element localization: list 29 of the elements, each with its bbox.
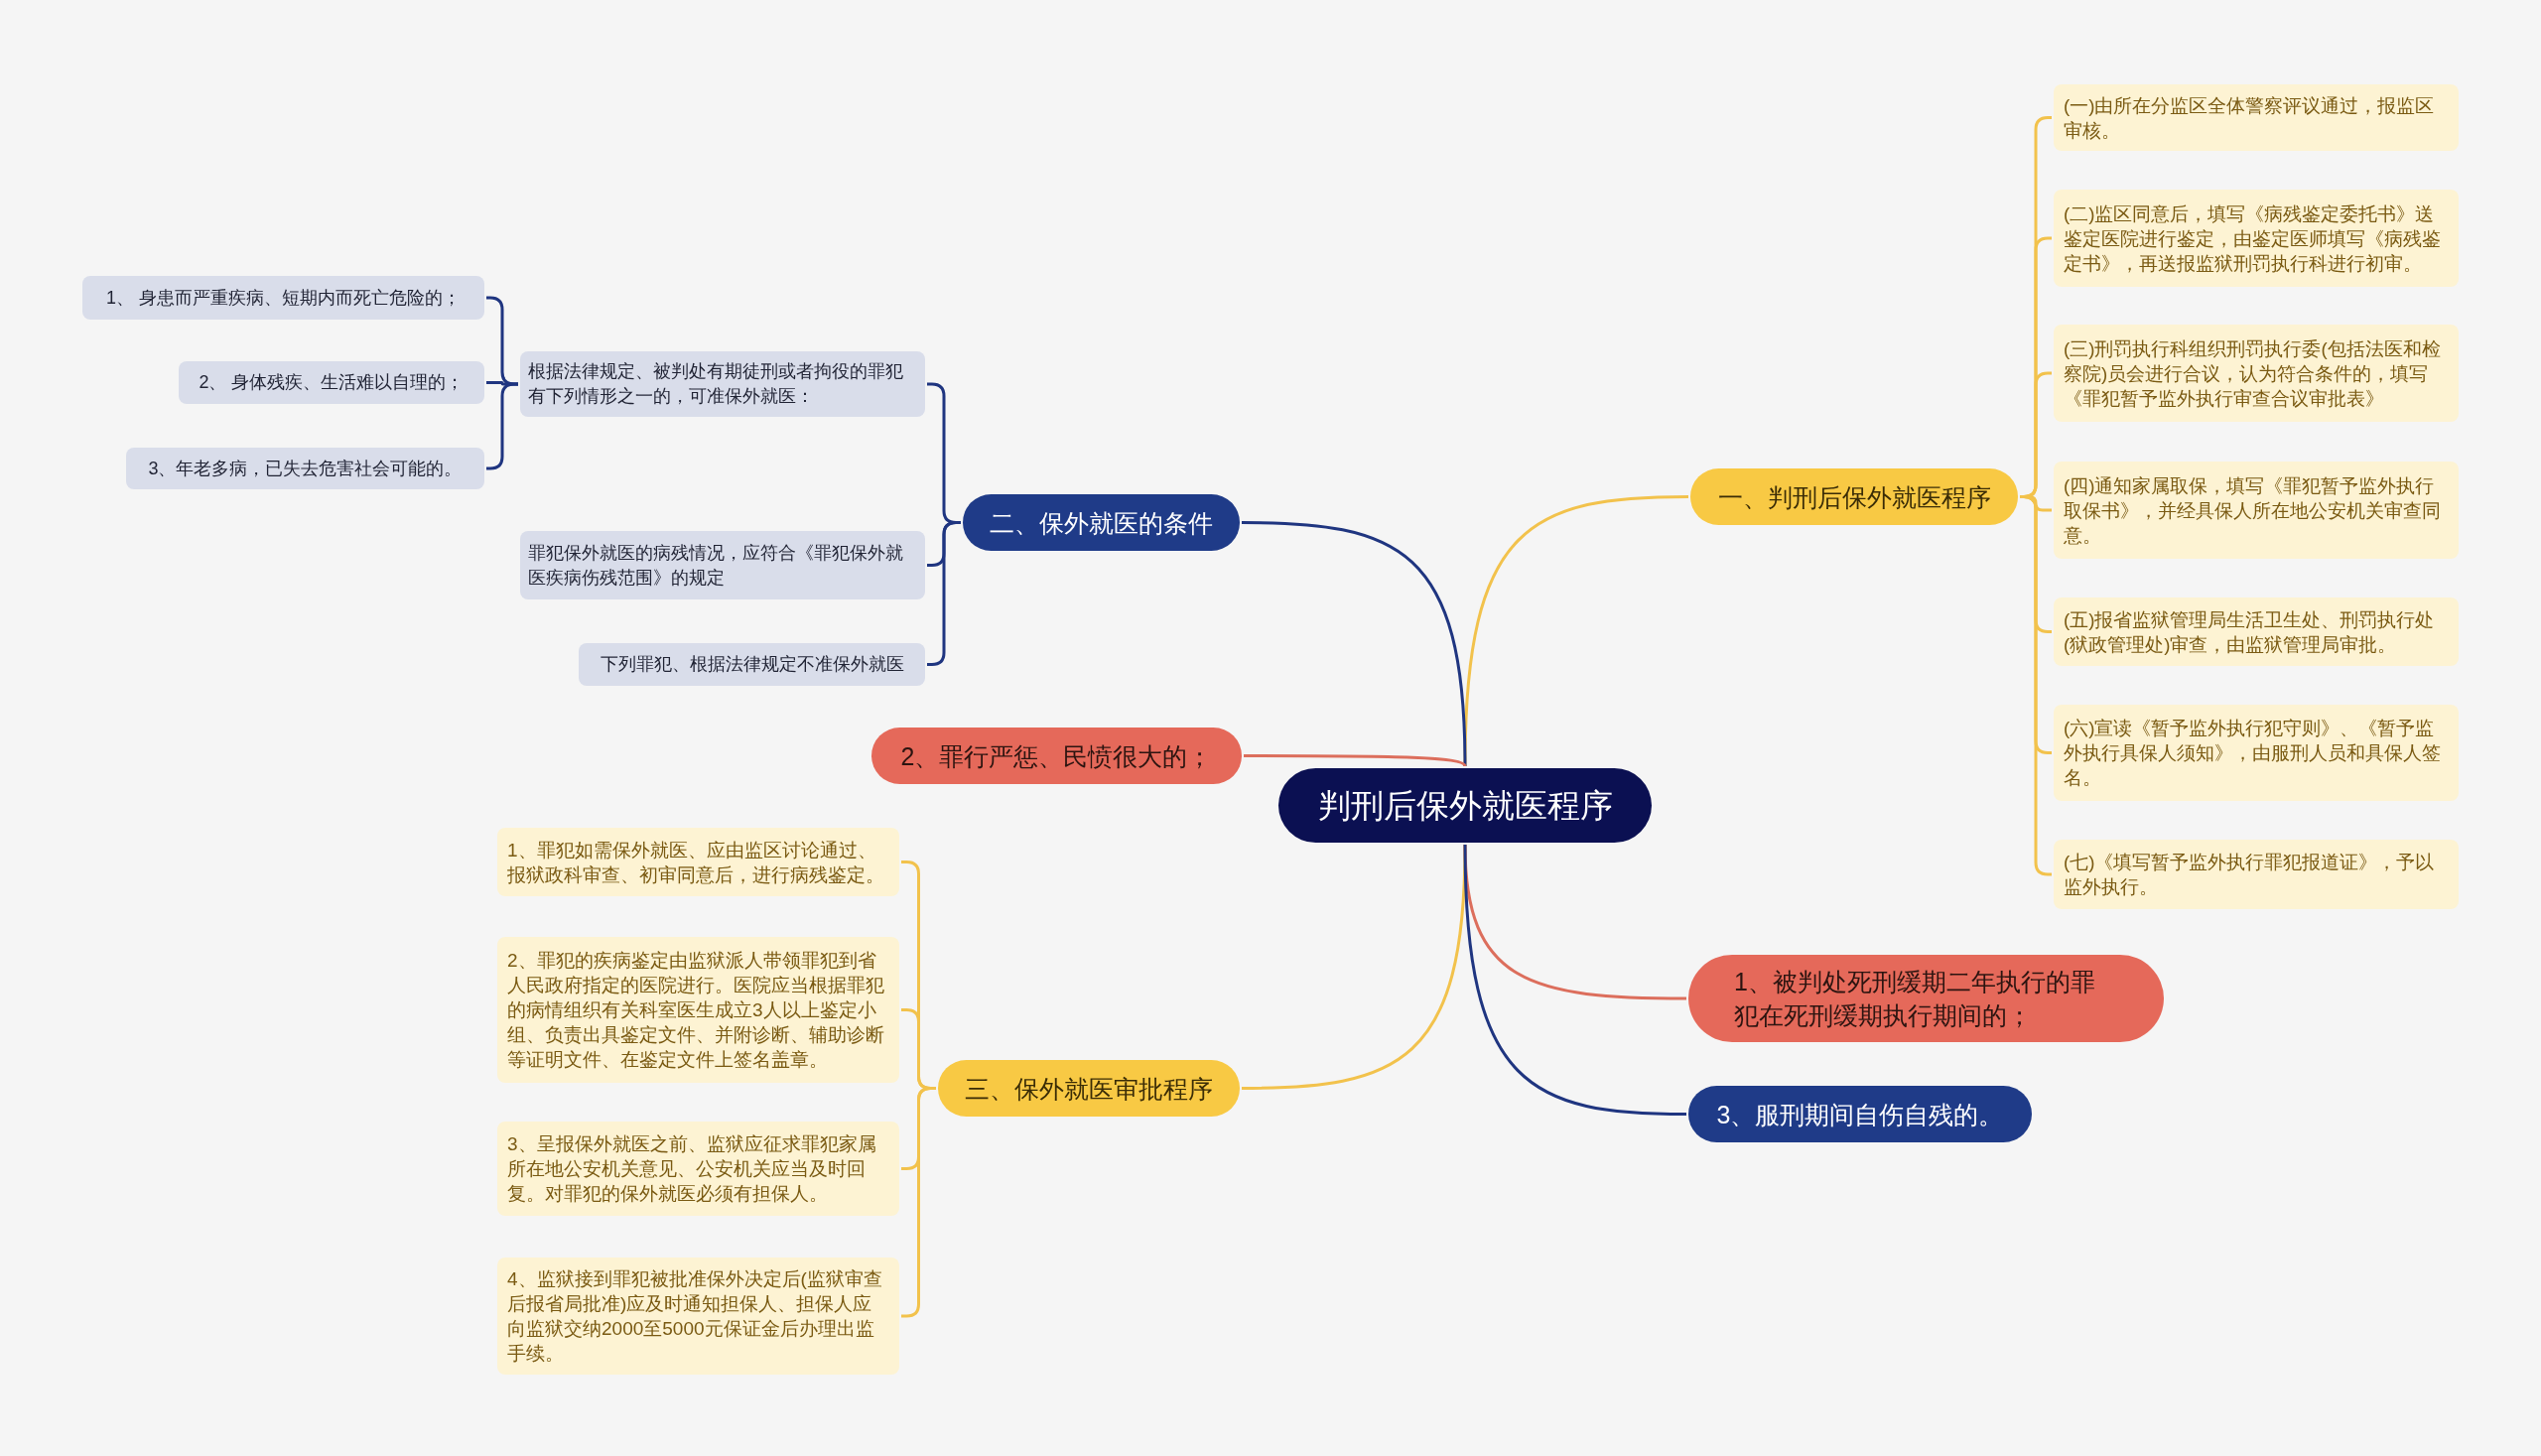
note-card: (五)报省监狱管理局生活卫生处、刑罚执行处(狱政管理处)审查，由监狱管理局审批。 — [2054, 597, 2459, 666]
topic-pill: 三、保外就医审批程序 — [938, 1060, 1240, 1117]
note-card: (四)通知家属取保，填写《罪犯暂予监外执行取保书》，并经具保人所在地公安机关审查同意。 — [2054, 462, 2459, 559]
note-card: 根据法律规定、被判处有期徒刑或者拘役的罪犯有下列情形之一的，可准保外就医： — [520, 351, 925, 417]
note-card: 2、罪犯的疾病鉴定由监狱派人带领罪犯到省人民政府指定的医院进行。医院应当根据罪犯的病情组织有关科室医生成立3人以上鉴定小组、负责出具鉴定文件、并附诊断、辅助诊断等证明文件、在鉴定文件上签名盖章。 — [497, 937, 899, 1083]
note-card: (六)宣读《暂予监外执行犯守则》、《暂予监外执行具保人须知》，由服刑人员和具保人签名。 — [2054, 705, 2459, 801]
central-topic: 判刑后保外就医程序 — [1278, 768, 1652, 843]
note-card: (二)监区同意后，填写《病残鉴定委托书》送鉴定医院进行鉴定，由鉴定医师填写《病残鉴定书》，再送报监狱刑罚执行科进行初审。 — [2054, 190, 2459, 287]
note-card: 2、 身体残疾、生活难以自理的； — [179, 361, 484, 404]
topic-pill: 二、保外就医的条件 — [963, 494, 1240, 551]
topic-pill: 3、服刑期间自伤自残的。 — [1688, 1086, 2032, 1142]
note-card: (一)由所在分监区全体警察评议通过，报监区审核。 — [2054, 84, 2459, 151]
note-card: (三)刑罚执行科组织刑罚执行委(包括法医和检察院)员会进行合议，认为符合条件的，填写《罪犯暂予监外执行审查合议审批表》 — [2054, 325, 2459, 422]
note-card: 1、 身患而严重疾病、短期内而死亡危险的； — [82, 276, 484, 320]
connector-line — [1241, 844, 1467, 1090]
connector-line — [1244, 754, 1467, 767]
note-card: (七)《填写暂予监外执行罪犯报道证》，予以监外执行。 — [2054, 840, 2459, 909]
topic-pill: 1、被判处死刑缓期二年执行的罪犯在死刑缓期执行期间的； — [1688, 955, 2164, 1042]
connector-line — [1463, 844, 1687, 1116]
connector-line — [1463, 495, 1689, 767]
note-card: 3、呈报保外就医之前、监狱应征求罪犯家属所在地公安机关意见、公安机关应当及时回复。对罪犯的保外就医必须有担保人。 — [497, 1122, 899, 1216]
note-card: 罪犯保外就医的病残情况，应符合《罪犯保外就医疾病伤残范围》的规定 — [520, 531, 925, 599]
note-card: 4、监狱接到罪犯被批准保外决定后(监狱审查后报省局批准)应及时通知担保人、担保人应向监狱交纳2000至5000元保证金后办理出监手续。 — [497, 1257, 899, 1375]
note-card: 3、年老多病，已失去危害社会可能的。 — [126, 448, 484, 489]
topic-pill: 一、判刑后保外就医程序 — [1690, 468, 2018, 525]
note-card: 1、罪犯如需保外就医、应由监区讨论通过、报狱政科审查、初审同意后，进行病残鉴定。 — [497, 828, 899, 896]
connector-line — [1241, 521, 1467, 767]
topic-pill: 2、罪行严惩、民愤很大的； — [871, 728, 1242, 784]
note-card: 下列罪犯、根据法律规定不准保外就医 — [579, 643, 925, 686]
